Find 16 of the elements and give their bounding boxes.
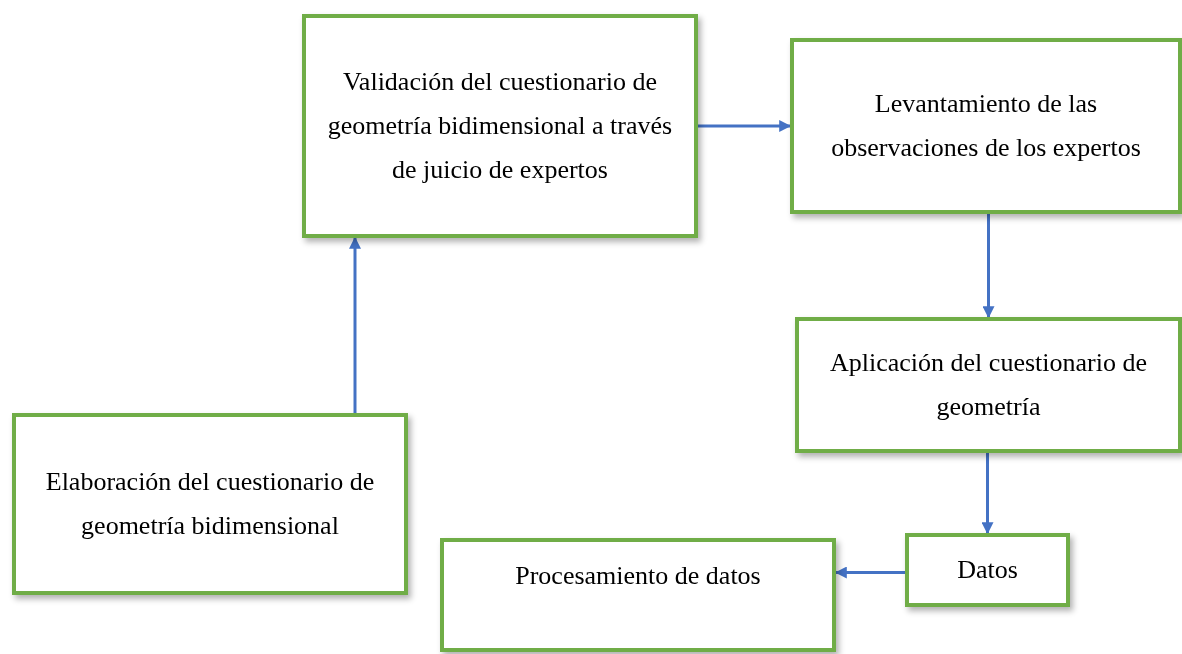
box-text: Aplicación del cuestionario de geometría [829,346,1148,423]
arrow [349,236,361,413]
box-text: Validación del cuestionario de geometría bidimensional a través de juicio de expertos [326,65,674,187]
process-box [440,538,836,652]
box-text: Levantamiento de las observaciones de los expertos [830,87,1142,164]
box-text: Elaboración del cuestionario de geometría bidimensional [44,465,376,542]
process-box [302,14,698,238]
box-text: Datos [957,553,1018,586]
process-box [790,38,1182,214]
process-box [795,317,1182,453]
arrow [981,453,994,535]
arrow [698,120,792,132]
arrow [982,214,995,319]
box-text: Procesamiento de datos [515,560,761,592]
process-box [12,413,408,595]
process-box [905,533,1070,607]
